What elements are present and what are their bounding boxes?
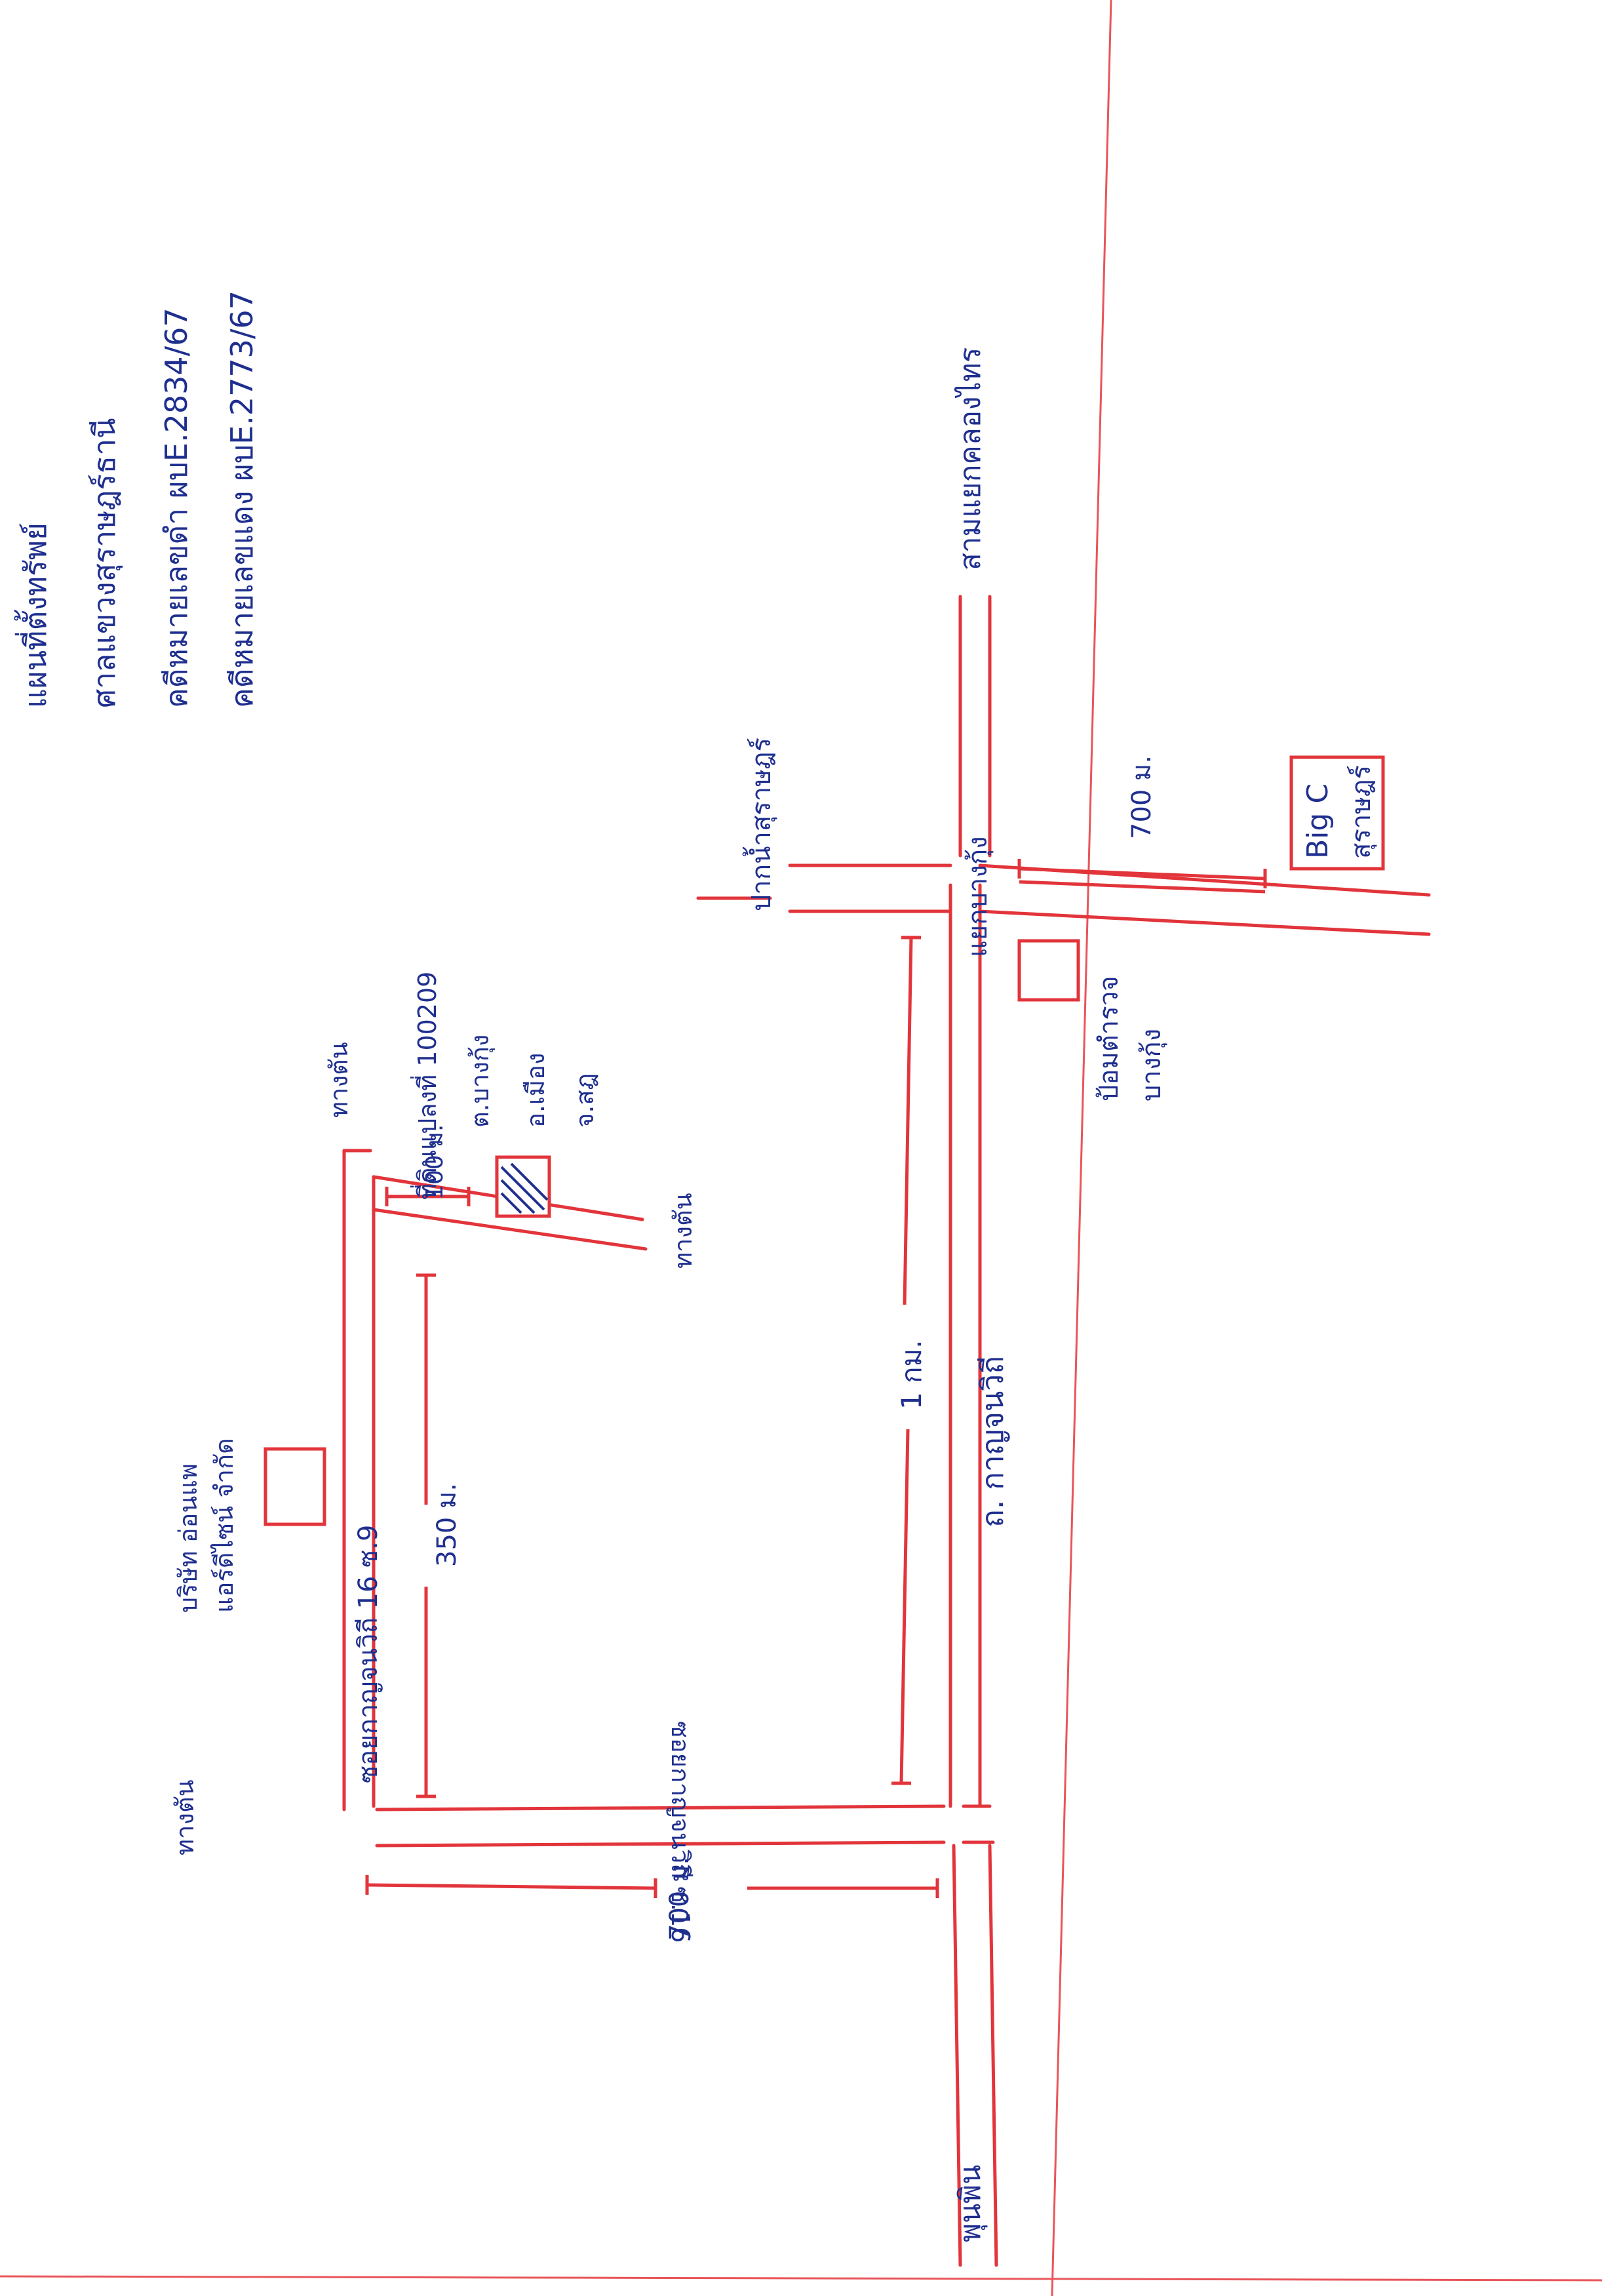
bigc-box	[1289, 755, 1385, 871]
main-road-label: ถ. กาญจนวิถี	[975, 1356, 1010, 1528]
distance-soi: 350 ม.	[432, 1483, 462, 1567]
distance-bigc: 700 ม.	[1127, 755, 1157, 839]
bigc-label-2: สุราษฎร์	[1346, 765, 1377, 859]
dead-end-right: ทางตัน	[669, 1193, 697, 1269]
soi-label: ซอยกาญจนวิถี 16 ซ.9	[353, 1525, 383, 1783]
police-post-box	[1017, 939, 1080, 1002]
main-road	[375, 1804, 995, 1848]
factory-label-2: แอร์ดีไซน์ จำกัด	[210, 1438, 239, 1613]
highway-road	[948, 595, 998, 2267]
property-label-3: อ.เมือง	[521, 1053, 550, 1128]
factory-box	[264, 1447, 326, 1526]
police-post-label-2: บางกุ้ง	[1137, 1029, 1167, 1101]
distance-property: 100 ม.	[421, 1124, 448, 1200]
distance-left: 700 ม.	[665, 1857, 695, 1941]
place-to-phunphin: พุนพิน	[954, 2165, 988, 2242]
dimension-property	[385, 1187, 471, 1206]
soi-16-label: ซอยกาญจนวิถี ซ.16	[666, 1721, 695, 1943]
page-edge-line	[1051, 0, 1112, 2296]
dead-end-left: ทางตัน	[170, 1779, 199, 1855]
header-block: แผนที่ตั้งทรัพย์ ศาลแขวงสุราษฎร์ธานี คดี…	[14, 290, 260, 708]
cross-road	[788, 863, 1431, 936]
dimension-bigc	[1017, 859, 1267, 894]
factory-label-1: บริษัท อ่อนแพ	[174, 1463, 203, 1613]
property-label-2: ต.บางกุ้ง	[465, 1035, 495, 1128]
dimension-main	[891, 936, 921, 1785]
place-to-khlong-roi: สามแยกคลองไทร	[954, 347, 987, 570]
dimension-left	[365, 1875, 939, 1898]
bigc-label-1: Big C	[1301, 783, 1335, 859]
map-title: แผนที่ตั้งทรัพย์	[14, 523, 53, 708]
intersection-label: แยกบางกุ้ง	[963, 836, 994, 957]
property-label-1: ที่ดินแปลงที่ 100209	[410, 972, 442, 1200]
police-post-label-1: ป้อมตำรวจ	[1094, 976, 1124, 1101]
property-parcel	[495, 1155, 551, 1218]
dimension-soi	[416, 1273, 436, 1798]
dead-end-top: ทางตัน	[324, 1042, 353, 1118]
distance-main-road: 1 กม.	[895, 1339, 928, 1410]
court-name: ศาลแขวงสุราษฎร์ธานี	[87, 418, 123, 708]
property-label-4: จ.สฎ	[570, 1073, 599, 1128]
page-rule-line	[0, 2275, 1602, 2282]
case-black: คดีหมายเลขดำ ผบE.2834/67	[159, 307, 194, 708]
place-to-mueang: ปากน้ำสุราษฎร์	[742, 738, 777, 911]
soi-road	[342, 896, 772, 1811]
case-red: คดีหมายเลขแดง ผบE.2773/67	[224, 290, 260, 708]
